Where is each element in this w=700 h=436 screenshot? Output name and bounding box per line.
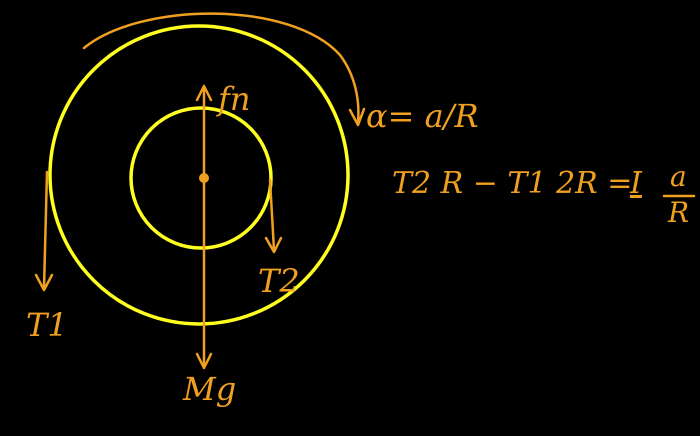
rotation-arc-arrow (82, 12, 360, 124)
weight-label: Mg (182, 370, 236, 408)
normal-force-arrowhead (195, 84, 213, 102)
normal-force-label: fn (216, 80, 250, 118)
tension-outer-label: T1 (26, 306, 68, 344)
fraction-denominator: R (667, 196, 689, 229)
moment-of-inertia-symbol: I (629, 166, 643, 201)
tension-inner-label: T2 (258, 262, 300, 300)
fraction-numerator: a (670, 160, 687, 193)
inner-wheel (129, 106, 273, 250)
tension-outer-arrow (42, 170, 49, 290)
torque-equation-lhs: T2 R − T1 2R = (392, 166, 632, 201)
tension-inner-arrow (268, 178, 276, 252)
tension-outer-arrowhead (34, 273, 54, 292)
outer-wheel (48, 24, 350, 326)
rotation-arrowhead (348, 107, 366, 127)
tension-inner-arrowhead (264, 236, 283, 254)
weight-arrowhead (195, 352, 213, 370)
angular-accel-label: α= a/R (366, 97, 479, 135)
